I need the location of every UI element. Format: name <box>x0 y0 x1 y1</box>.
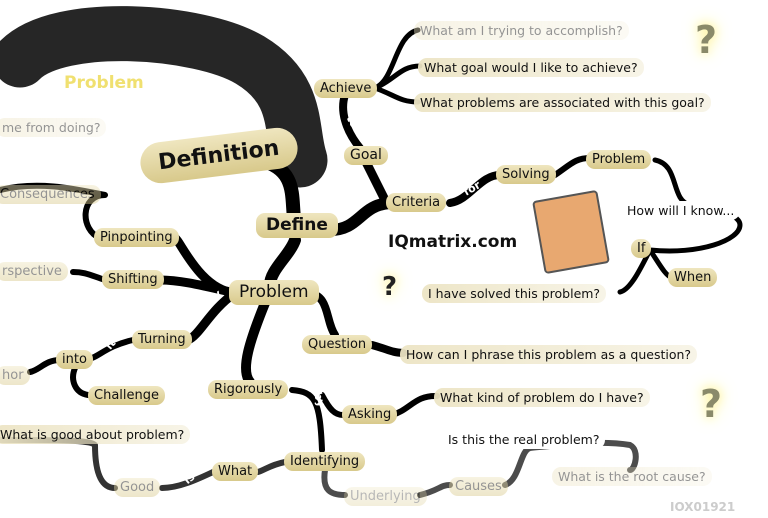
node-if[interactable]: If <box>631 239 652 258</box>
node-what[interactable]: What <box>212 462 259 481</box>
question-good[interactable]: What is good about problem? <box>0 425 191 444</box>
node-goal[interactable]: Goal <box>344 146 388 165</box>
node-underlying[interactable]: Underlying <box>344 487 427 506</box>
node-rigorously[interactable]: Rigorously <box>208 380 289 399</box>
node-consequences[interactable]: Consequences <box>0 185 101 204</box>
question-kind[interactable]: What kind of problem do I have? <box>434 388 650 407</box>
node-pinpointing[interactable]: Pinpointing <box>94 228 179 247</box>
question-solved[interactable]: I have solved this problem? <box>422 284 607 303</box>
brand-iqmatrix: IQmatrix.com <box>388 232 518 252</box>
clipboard-icon <box>532 189 610 275</box>
branch-problem-rigor <box>241 298 270 387</box>
node-criteria[interactable]: Criteria <box>386 193 447 212</box>
connector-as: as <box>331 300 345 313</box>
question-root[interactable]: What is the root cause? <box>552 467 712 486</box>
top-blob <box>0 6 328 188</box>
central-problem-title: Problem <box>64 73 144 93</box>
node-question[interactable]: Question <box>302 335 373 354</box>
question-doing[interactable]: me from doing? <box>0 118 107 137</box>
branch-criteria-goal <box>360 155 390 205</box>
branch-define-criteria <box>324 197 396 236</box>
branch-achieve-qs <box>372 27 423 105</box>
node-good[interactable]: Good <box>114 478 161 497</box>
node-when[interactable]: When <box>668 268 718 287</box>
node-define[interactable]: Define <box>256 213 338 238</box>
question-mark-icon: ? <box>695 18 718 62</box>
node-challenge[interactable]: Challenge <box>88 386 165 405</box>
node-shifting[interactable]: Shifting <box>102 270 164 289</box>
branch-goal-achieve <box>339 91 364 152</box>
node-problem[interactable]: Problem <box>229 280 319 305</box>
question-phrase[interactable]: How can I phrase this problem as a quest… <box>400 345 698 364</box>
node-causes[interactable]: Causes <box>449 477 508 496</box>
node-turning[interactable]: Turning <box>132 330 192 349</box>
node-perspective[interactable]: rspective <box>0 262 68 281</box>
question-goal[interactable]: What goal would I like to achieve? <box>418 58 644 77</box>
node-asking[interactable]: Asking <box>342 405 398 424</box>
question-real[interactable]: Is this the real problem? <box>442 430 606 449</box>
question-mark-small-icon: ? <box>382 272 398 302</box>
node-identifying[interactable]: Identifying <box>284 452 366 471</box>
branch-define-problem <box>264 234 301 291</box>
question-mark-bottom-icon: ? <box>700 382 723 426</box>
node-how-will-i-know[interactable]: How will I know... <box>621 201 741 220</box>
node-into[interactable]: into <box>56 350 93 369</box>
node-achieve[interactable]: Achieve <box>314 79 378 98</box>
question-accomplish[interactable]: What am I trying to accomplish? <box>414 21 629 40</box>
node-solving-problem[interactable]: Problem <box>586 150 652 169</box>
branch-problem-left <box>155 233 240 345</box>
watermark: IOX01921 <box>670 500 736 514</box>
question-problems-goal[interactable]: What problems are associated with this g… <box>414 93 711 112</box>
node-solving[interactable]: Solving <box>496 165 556 184</box>
branch-solving-problem <box>552 155 593 178</box>
node-hor[interactable]: hor <box>0 366 30 385</box>
branch-criteria-solving <box>446 171 504 207</box>
